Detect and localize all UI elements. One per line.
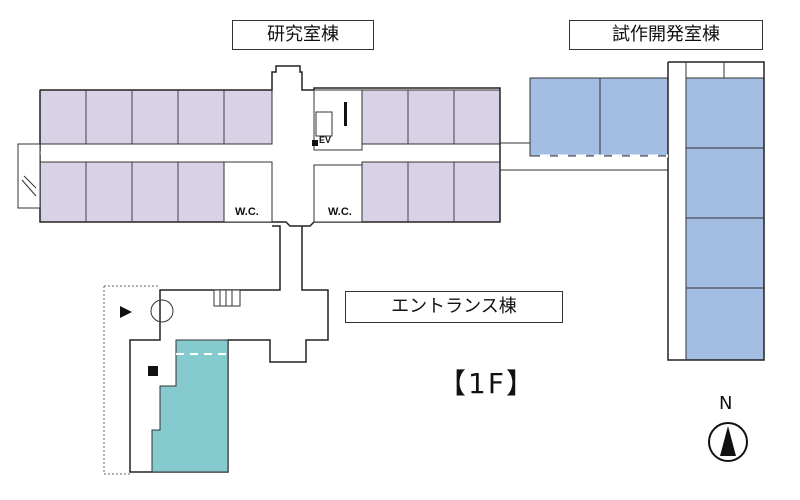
- north-label: N: [719, 393, 733, 414]
- prototype-building: [529, 61, 765, 361]
- restroom-label-left: W.C.: [235, 206, 259, 218]
- floor-label: 【1F】: [438, 367, 536, 400]
- restroom-label-right: W.C.: [328, 206, 352, 218]
- research-building: [39, 89, 501, 223]
- research-building-label: 研究室棟: [232, 20, 374, 50]
- north-arrow-icon: [708, 422, 748, 462]
- entrance-building-label: エントランス棟: [345, 291, 563, 323]
- entry-arrow-icon: [120, 306, 132, 318]
- elevator-label: EV: [319, 135, 332, 145]
- prototype-building-label: 試作開発室棟: [569, 20, 763, 50]
- entrance-building: [103, 225, 329, 475]
